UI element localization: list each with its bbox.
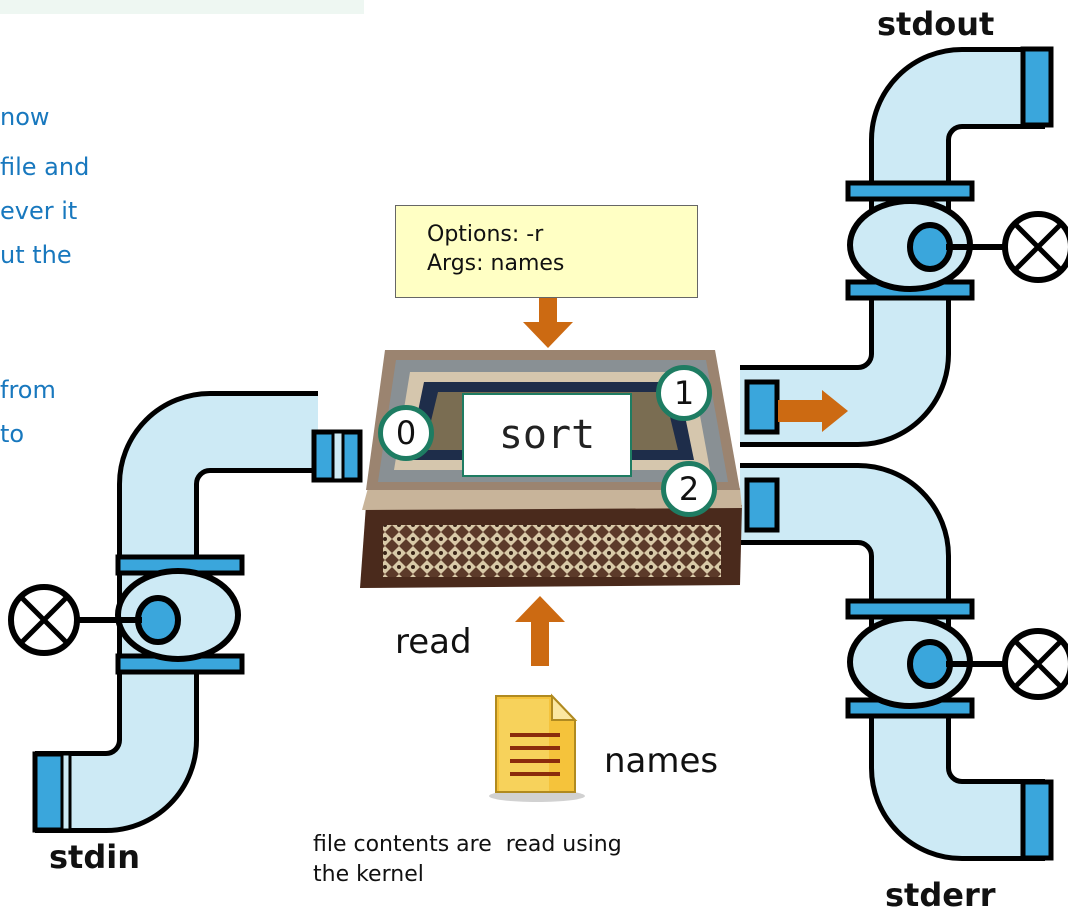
partial-text-line-6: to [0, 420, 25, 448]
stdout-label: stdout [877, 5, 995, 43]
stdout-flow-arrow [778, 390, 848, 432]
stderr-valve-flange-top [845, 598, 975, 620]
stdout-valve-flange-top [845, 180, 975, 202]
command-name: sort [462, 393, 632, 477]
partial-text-line-2: file and [0, 153, 90, 181]
stderr-pipe-outlet-band [1020, 779, 1054, 861]
options-arrow [523, 298, 573, 348]
options-line: Options: -r [427, 222, 544, 247]
fd-0-badge: 0 [378, 405, 434, 461]
stdin-pipe [8, 391, 363, 833]
partial-text-line-5: from [0, 376, 56, 404]
read-label: read [395, 622, 472, 662]
stderr-pipe [740, 463, 1068, 861]
fd-2-badge: 2 [661, 461, 717, 517]
stdout-pipe-inlet-band [744, 379, 780, 435]
file-icon [489, 693, 585, 802]
partial-text-line-1: now [0, 103, 50, 131]
stdin-label: stdin [49, 838, 140, 876]
read-arrow [515, 596, 565, 666]
args-line: Args: names [427, 251, 565, 276]
partial-text-line-3: ever it [0, 197, 78, 225]
partial-text-line-4: ut the [0, 241, 72, 269]
fd-1-badge: 1 [656, 365, 712, 421]
stdout-pipe-outlet-band [1020, 46, 1054, 128]
stdout-pipe [740, 46, 1068, 447]
stderr-label: stderr [885, 876, 996, 914]
options-callout: Options: -r Args: names [395, 205, 698, 298]
file-name-label: names [604, 741, 719, 781]
top-strip [0, 0, 364, 14]
caption-line-1: file contents are read using [313, 832, 622, 857]
stderr-pipe-inlet-band [744, 477, 780, 533]
caption-line-2: the kernel [313, 862, 424, 887]
